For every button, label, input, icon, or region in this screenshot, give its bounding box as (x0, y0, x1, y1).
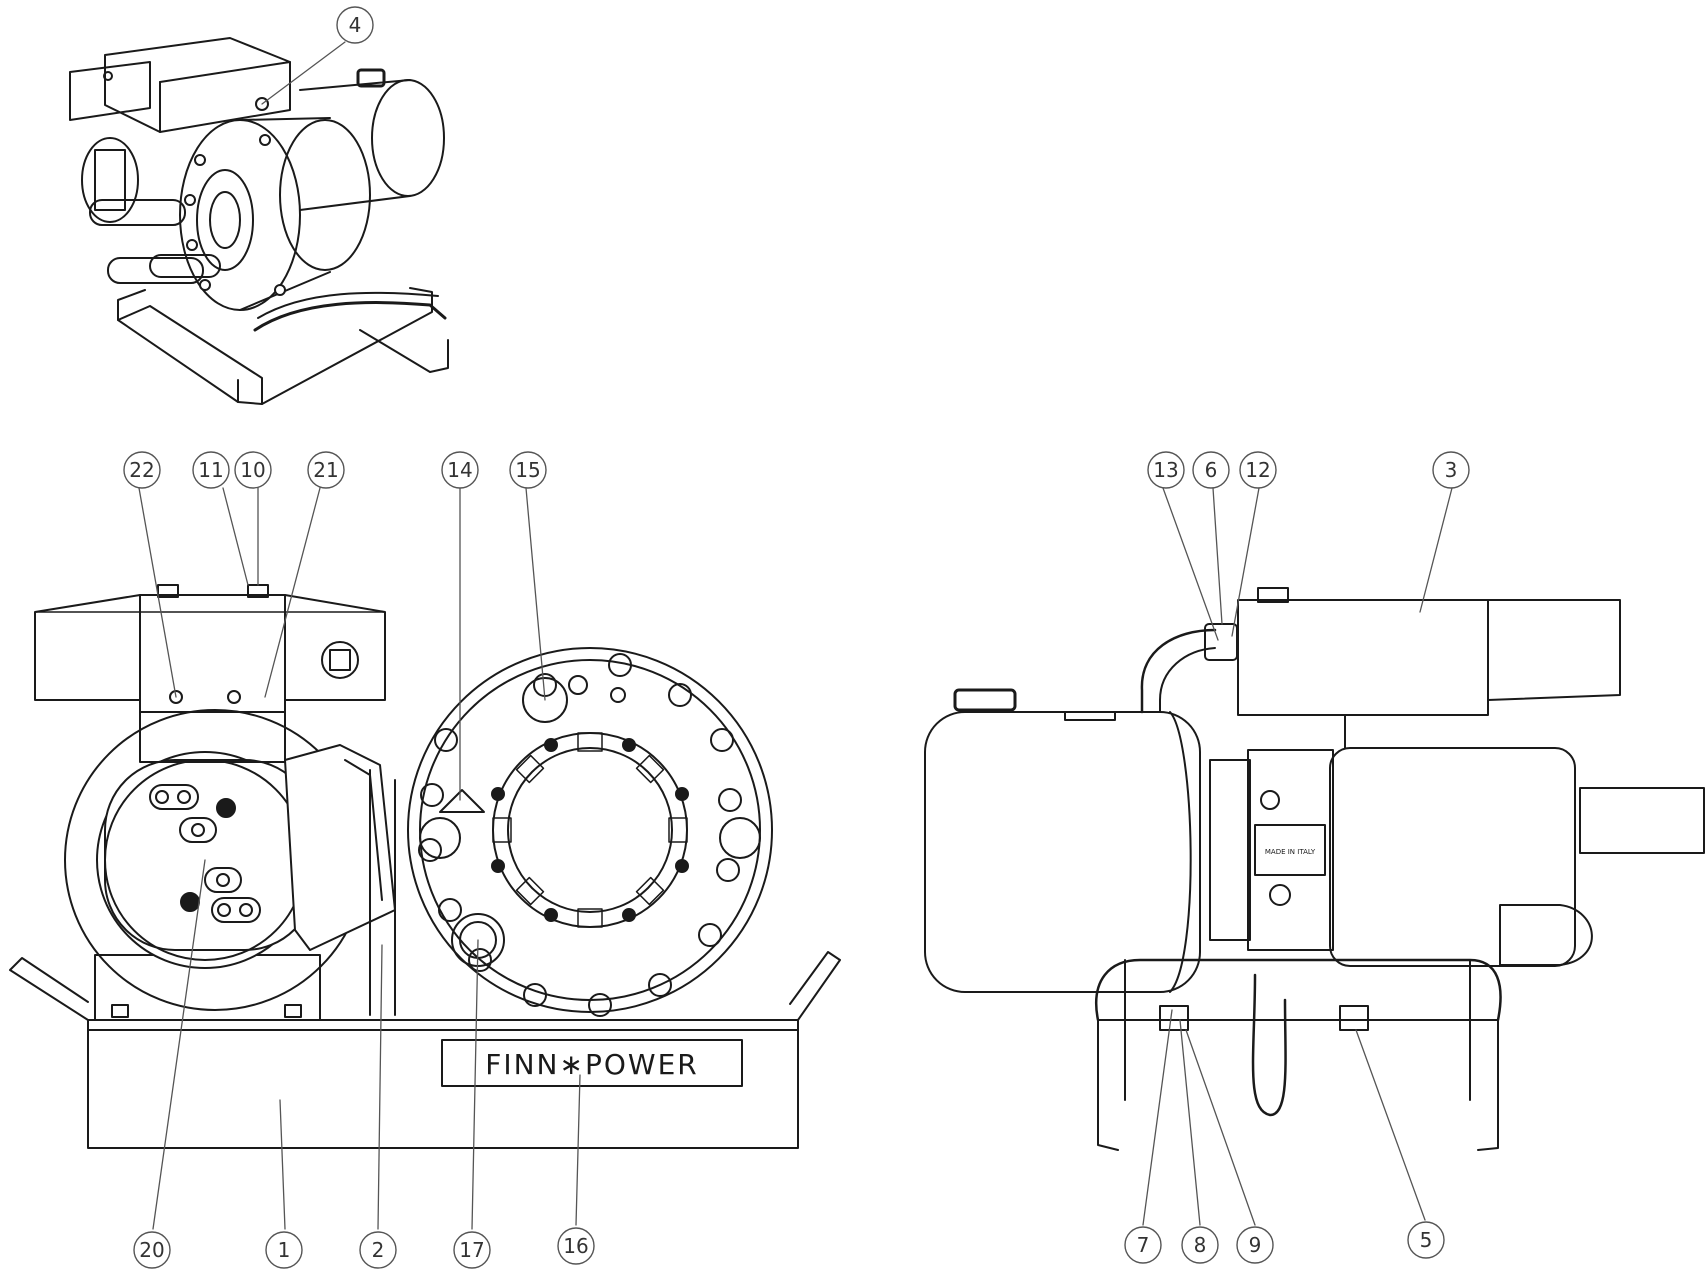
callout-7: 7 (1124, 1226, 1162, 1264)
callout-8-label: 8 (1194, 1233, 1207, 1257)
callout-10-label: 10 (240, 458, 265, 482)
callout-20: 20 (133, 1231, 171, 1269)
callout-13-label: 13 (1153, 458, 1178, 482)
callout-20-label: 20 (139, 1238, 164, 1262)
base-tray (87, 1019, 799, 1149)
callout-8: 8 (1181, 1226, 1219, 1264)
callout-15-label: 15 (515, 458, 540, 482)
callout-2: 2 (359, 1231, 397, 1269)
callout-16: 16 (557, 1227, 595, 1265)
callout-22-label: 22 (129, 458, 154, 482)
callout-4: 4 (336, 6, 374, 44)
callout-10: 10 (234, 451, 272, 489)
callout-12: 12 (1239, 451, 1277, 489)
callout-15: 15 (509, 451, 547, 489)
callout-21-label: 21 (313, 458, 338, 482)
callout-14: 14 (441, 451, 479, 489)
callout-17: 17 (453, 1231, 491, 1269)
callout-2-label: 2 (372, 1238, 385, 1262)
callout-16-label: 16 (563, 1234, 588, 1258)
oil-tank (924, 711, 1201, 993)
callout-9: 9 (1236, 1226, 1274, 1264)
callout-3: 3 (1432, 451, 1470, 489)
crimping-head (407, 647, 773, 1017)
callout-21: 21 (307, 451, 345, 489)
callout-12-label: 12 (1245, 458, 1270, 482)
callout-11: 11 (192, 451, 230, 489)
callouts: 4 22 11 10 21 14 15 20 1 2 17 16 13 6 12 (123, 6, 1470, 1269)
callout-1: 1 (265, 1231, 303, 1269)
callout-1-label: 1 (278, 1238, 291, 1262)
callout-5-label: 5 (1420, 1228, 1433, 1252)
callout-5: 5 (1407, 1221, 1445, 1259)
callout-13: 13 (1147, 451, 1185, 489)
callout-17-label: 17 (459, 1238, 484, 1262)
pump-ports (149, 784, 261, 923)
callout-11-label: 11 (198, 458, 223, 482)
made-in-italy-label: MADE IN ITALY (1265, 848, 1316, 856)
brand-plate (441, 1039, 743, 1087)
callout-9-label: 9 (1249, 1233, 1262, 1257)
callout-4-label: 4 (349, 13, 362, 37)
callout-6-label: 6 (1205, 458, 1218, 482)
callout-7-label: 7 (1137, 1233, 1150, 1257)
callout-14-label: 14 (447, 458, 472, 482)
callout-22: 22 (123, 451, 161, 489)
side-view: MADE IN ITALY (924, 587, 1705, 1151)
isometric-view (69, 37, 449, 405)
leader-lines (138, 41, 1453, 1230)
callout-6: 6 (1192, 451, 1230, 489)
front-view: FINN∗POWER (9, 584, 841, 1149)
brand-plate-text: FINN∗POWER (485, 1048, 698, 1081)
callout-3-label: 3 (1445, 458, 1458, 482)
